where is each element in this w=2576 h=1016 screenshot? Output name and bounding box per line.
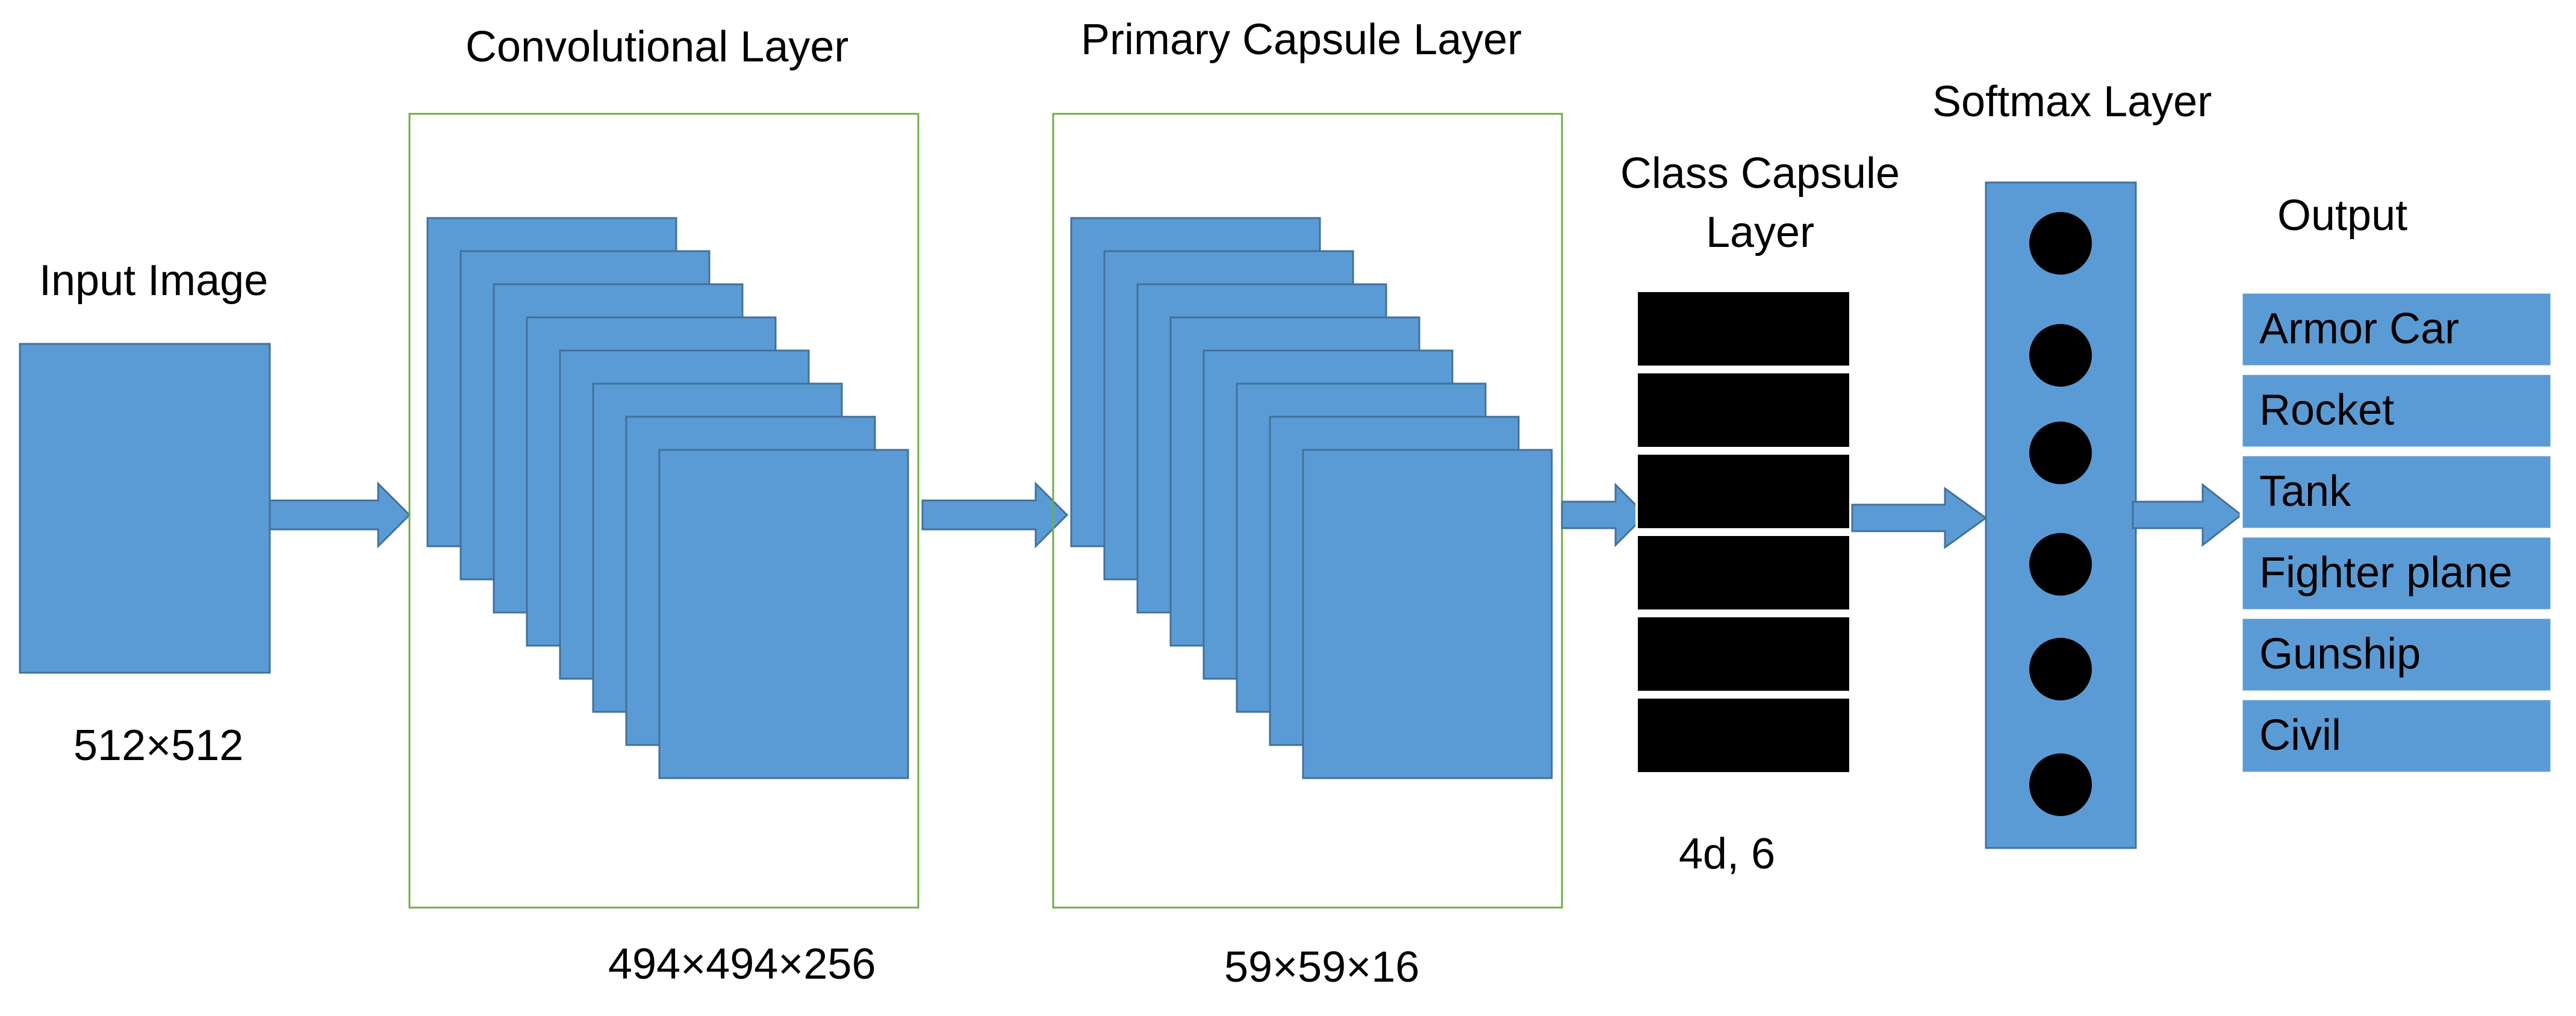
- conv-layer-size: 494×494×256: [608, 940, 876, 988]
- arrow-input-to-conv: [269, 481, 411, 549]
- class-capsule-title-line2: Layer: [1706, 208, 1814, 257]
- output-class-label: Armor Car: [2259, 305, 2459, 353]
- output-class-box: [2239, 372, 2554, 450]
- output-class-list: Armor Car Rocket Tank Fighter plane Guns…: [2239, 290, 2554, 775]
- arrow-softmax-to-output: [2132, 482, 2243, 547]
- softmax-node: [2029, 422, 2092, 484]
- class-capsule: [1635, 696, 1852, 774]
- input-image-size: 512×512: [73, 721, 243, 770]
- output-class-label: Gunship: [2259, 630, 2421, 678]
- softmax-node: [2029, 212, 2092, 275]
- output-class-box: [2239, 616, 2554, 694]
- arrow-conv-to-primary: [921, 481, 1069, 549]
- primary-capsule-stack: [1070, 217, 1553, 779]
- class-capsule: [1635, 290, 1852, 368]
- output-class-box: [2239, 290, 2554, 369]
- class-capsule: [1635, 534, 1852, 612]
- arrow-primary-to-class-capsule: [1561, 482, 1647, 547]
- class-capsule-size: 4d, 6: [1679, 830, 1775, 878]
- conv-feature-map: [658, 449, 909, 779]
- primary-capsule-layer-size: 59×59×16: [1224, 943, 1419, 991]
- output-class-box: [2239, 453, 2554, 531]
- softmax-layer-title: Softmax Layer: [1932, 78, 2212, 126]
- output-class-label: Civil: [2259, 711, 2341, 759]
- output-class-label: Tank: [2259, 467, 2351, 516]
- conv-feature-map-stack: [426, 217, 909, 779]
- conv-layer-title: Convolutional Layer: [465, 23, 848, 71]
- primary-capsule-map: [1302, 449, 1553, 779]
- output-class-box: [2239, 534, 2554, 612]
- conv-layer-frame: [408, 113, 919, 909]
- class-capsule: [1635, 615, 1852, 693]
- output-class-label: Fighter plane: [2259, 549, 2512, 597]
- class-capsule: [1635, 452, 1852, 531]
- softmax-node: [2029, 324, 2092, 387]
- class-capsule-title-line1: Class Capsule: [1620, 149, 1900, 198]
- output-class-label: Rocket: [2259, 386, 2394, 434]
- softmax-node: [2029, 753, 2092, 816]
- class-capsule: [1635, 371, 1852, 449]
- output-class-box: [2239, 697, 2554, 775]
- arrow-class-capsule-to-softmax: [1851, 487, 1988, 549]
- softmax-node-column: [2029, 212, 2092, 816]
- softmax-layer-block: [1985, 181, 2137, 849]
- class-capsule-column: [1635, 290, 1852, 774]
- primary-capsule-layer-title: Primary Capsule Layer: [1081, 16, 1522, 64]
- output-title: Output: [2277, 192, 2407, 240]
- input-image-block: [19, 343, 271, 674]
- input-image-title: Input Image: [39, 257, 268, 305]
- softmax-node: [2029, 533, 2092, 596]
- softmax-node: [2029, 638, 2092, 700]
